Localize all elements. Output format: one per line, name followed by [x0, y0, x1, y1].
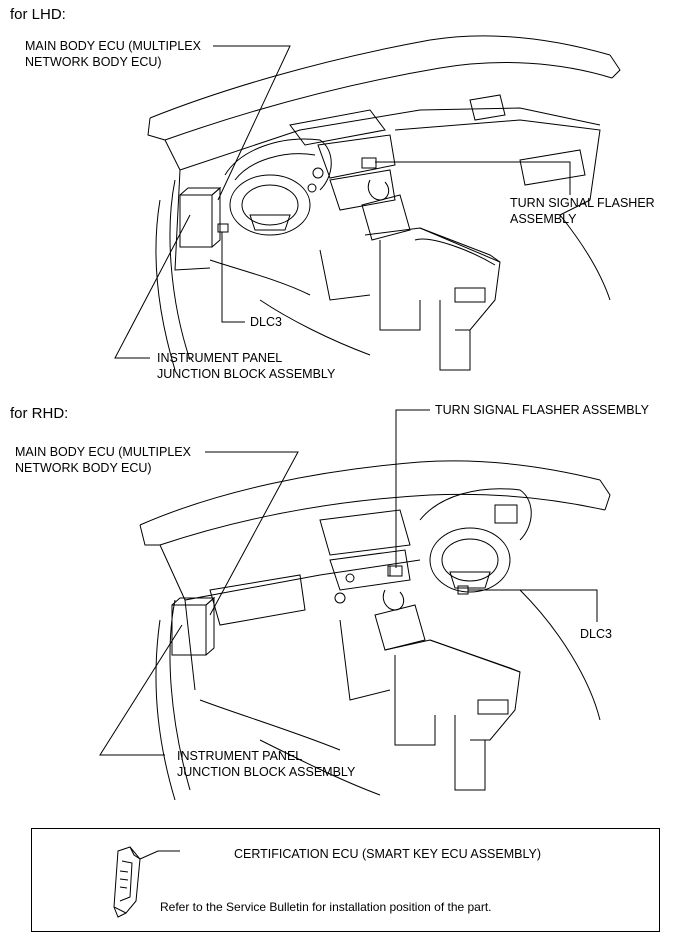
- rhd-turn-signal-leader: [395, 409, 430, 568]
- rhd-turn-signal-label: TURN SIGNAL FLASHER ASSEMBLY: [435, 403, 649, 417]
- certification-ecu-icon: [113, 846, 180, 918]
- rhd-dlc3-leader: [468, 589, 598, 622]
- lhd-junction-leader: [114, 214, 191, 359]
- certification-ecu-label: CERTIFICATION ECU (SMART KEY ECU ASSEMBL…: [234, 847, 542, 861]
- lhd-junction-block-label: INSTRUMENT PANEL JUNCTION BLOCK ASSEMBLY: [157, 351, 336, 381]
- lhd-steering-wheel: [229, 174, 311, 236]
- lhd-cluster-hood: [224, 138, 332, 191]
- rhd-heading: for RHD:: [10, 405, 69, 422]
- lhd-dlc3-label: DLC3: [250, 315, 282, 329]
- lhd-junction-block: [179, 194, 213, 248]
- rhd-dash-top: [139, 460, 601, 526]
- rhd-steering-wheel: [429, 527, 511, 593]
- lhd-dlc3-connector: [217, 223, 229, 233]
- lhd-main-ecu-leader: [213, 45, 291, 201]
- lhd-turn-signal-leader: [375, 161, 571, 195]
- rhd-glovebox: [209, 574, 306, 626]
- rhd-dlc3-label: DLC3: [580, 627, 612, 641]
- rhd-junction-leader: [99, 624, 183, 756]
- rhd-cluster-hood: [419, 488, 532, 541]
- rhd-dlc3-connector: [457, 585, 469, 595]
- lhd-dashboard-illustration: [114, 35, 621, 371]
- rhd-dashboard-illustration: [99, 409, 611, 801]
- lhd-turn-signal-label: TURN SIGNAL FLASHER ASSEMBLY: [510, 196, 655, 226]
- rhd-main-body-ecu-label: MAIN BODY ECU (MULTIPLEX NETWORK BODY EC…: [15, 445, 191, 475]
- certification-note: Refer to the Service Bulletin for instal…: [160, 900, 492, 914]
- lhd-main-body-ecu-label: MAIN BODY ECU (MULTIPLEX NETWORK BODY EC…: [25, 39, 201, 69]
- lhd-dash-top: [149, 35, 611, 119]
- rhd-junction-block-label: INSTRUMENT PANEL JUNCTION BLOCK ASSEMBLY: [177, 749, 356, 779]
- rhd-main-ecu-leader: [205, 451, 299, 616]
- rhd-junction-block: [171, 604, 207, 656]
- lhd-heading: for LHD:: [10, 6, 66, 23]
- certification-ecu-box: CERTIFICATION ECU (SMART KEY ECU ASSEMBL…: [31, 828, 660, 932]
- lhd-dlc3-leader: [221, 232, 245, 323]
